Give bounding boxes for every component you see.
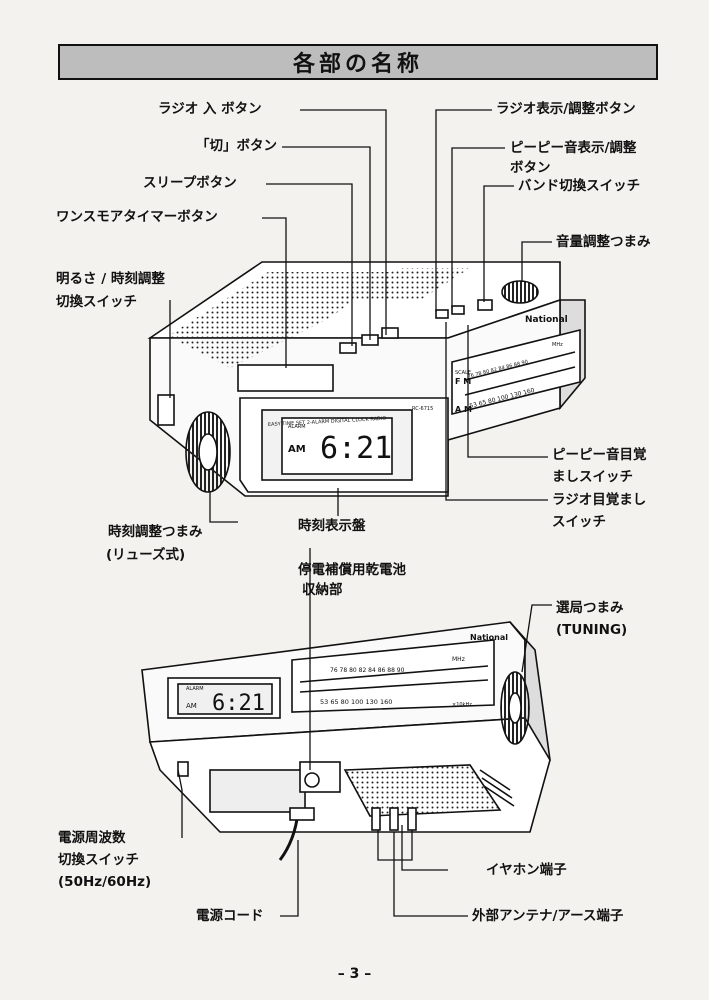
- label-battery-compartment-line1: 停電補償用乾電池: [298, 562, 406, 578]
- tuner-mhz-label: MHz: [552, 342, 563, 348]
- label-antenna-terminal: 外部アンテナ/アース端子: [472, 908, 624, 924]
- band-am-label: A M: [455, 405, 472, 414]
- clock-radio-top-illustration: [147, 261, 586, 497]
- bottom-clock-am-text: AM: [186, 702, 197, 710]
- label-snooze-timer-button: ワンスモアタイマーボタン: [56, 209, 218, 225]
- leader-lines: [169, 109, 552, 917]
- label-frequency-switch-line2: 切換スイッチ: [58, 852, 139, 868]
- brand-logo-top: National: [525, 315, 568, 325]
- label-beep-display-button-line1: ピーピー音表示/調整: [510, 140, 637, 156]
- band-fm-label: F M: [455, 377, 471, 386]
- label-brightness-switch-line1: 明るさ / 時刻調整: [56, 271, 165, 287]
- bottom-clock-alarm-text: ALARM: [186, 686, 204, 692]
- label-radio-alarm-switch-line2: スイッチ: [552, 514, 606, 530]
- label-volume-knob: 音量調整つまみ: [556, 234, 651, 250]
- label-battery-compartment-line2: 収納部: [302, 582, 343, 598]
- label-radio-on-button: ラジオ 入 ボタン: [158, 101, 262, 117]
- section-title-box: 各部の名称: [58, 44, 658, 80]
- label-brightness-switch-line2: 切換スイッチ: [56, 294, 137, 310]
- clock-alarm-text: ALARM: [288, 424, 306, 430]
- clock-radio-bottom-illustration: [141, 621, 551, 861]
- label-frequency-switch-line1: 電源周波数: [58, 830, 126, 846]
- bottom-am-scale-numbers: 53 65 80 100 130 160: [320, 698, 392, 706]
- label-time-display: 時刻表示盤: [298, 518, 366, 534]
- page-title: 各部の名称: [292, 52, 423, 77]
- label-frequency-switch-line3: (50Hz/60Hz): [58, 874, 152, 890]
- label-beep-alarm-switch-line2: ましスイッチ: [552, 469, 633, 485]
- label-time-set-knob-line1: 時刻調整つまみ: [108, 524, 203, 540]
- device-model-number: RC-6715: [412, 406, 433, 412]
- bottom-khz-label: ×10kHz: [452, 702, 472, 708]
- label-beep-alarm-switch-line1: ピーピー音目覚: [552, 447, 647, 463]
- tuner-scale-label: SCALE: [455, 370, 471, 376]
- label-band-switch: バンド切換スイッチ: [518, 178, 641, 194]
- clock-display-digits: 6:21: [320, 431, 392, 466]
- label-earphone-jack: イヤホン端子: [486, 862, 567, 878]
- label-power-cord: 電源コード: [196, 908, 264, 924]
- label-tuning-knob-line1: 選局つまみ: [556, 600, 624, 616]
- label-tuning-knob-line2: (TUNING): [556, 622, 628, 638]
- clock-am-text: AM: [288, 444, 306, 455]
- bottom-mhz-label: MHz: [452, 656, 465, 663]
- label-off-button: 「切」ボタン: [196, 138, 277, 154]
- label-beep-display-button-line2: ボタン: [510, 160, 551, 176]
- label-sleep-button: スリープボタン: [143, 175, 237, 191]
- label-radio-alarm-switch-line1: ラジオ目覚まし: [552, 492, 647, 508]
- page-number: – 3 –: [337, 966, 372, 982]
- label-time-set-knob-line2: (リューズ式): [106, 547, 186, 563]
- brand-logo-bottom: National: [470, 633, 508, 642]
- bottom-clock-digits: 6:21: [212, 691, 265, 716]
- bottom-fm-scale-numbers: 76 78 80 82 84 86 88 90: [330, 667, 405, 674]
- label-radio-display-button: ラジオ表示/調整ボタン: [496, 101, 636, 117]
